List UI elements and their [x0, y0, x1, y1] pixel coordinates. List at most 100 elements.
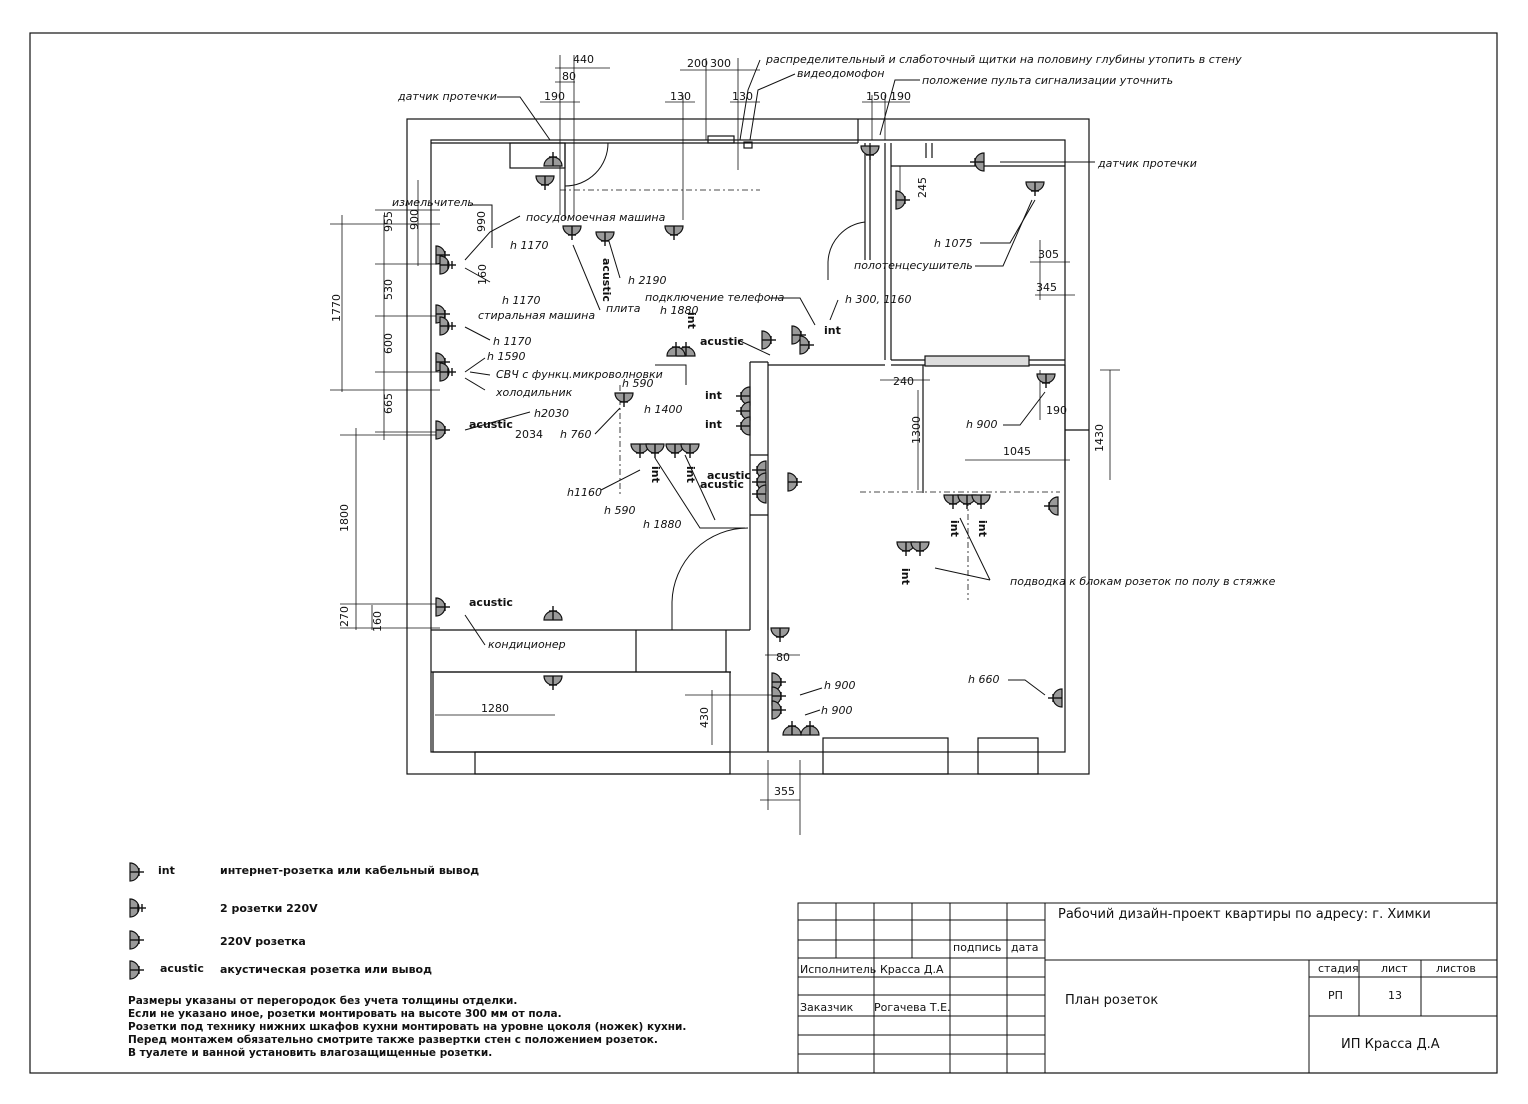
- dim-text: 300: [710, 57, 731, 70]
- note-line: Размеры указаны от перегородок без учета…: [128, 995, 517, 1007]
- label-alarm: положение пульта сигнализации уточнить: [922, 74, 1173, 87]
- label-intercom: видеодомофон: [797, 67, 884, 80]
- sheet-number: 13: [1388, 989, 1402, 1002]
- dim-text: 1800: [338, 504, 351, 532]
- dim-text: 190: [544, 90, 565, 103]
- height-label: h 760: [560, 428, 591, 441]
- label-leak-sensor-left: датчик протечки: [397, 90, 497, 103]
- legend-text: акустическая розетка или вывод: [220, 963, 432, 976]
- label-stove: плита: [606, 302, 641, 315]
- dim-text: 305: [1038, 248, 1059, 261]
- dim-text: 80: [562, 70, 576, 83]
- leader-lines: [464, 59, 1095, 716]
- label-phone: подключение телефона: [645, 291, 785, 304]
- sheet-header: лист: [1381, 962, 1408, 975]
- dim-text: 345: [1036, 281, 1057, 294]
- label-panel: распределительный и слаботочный щитки на…: [765, 53, 1242, 66]
- dim-text: 80: [776, 651, 790, 664]
- note-line: Если не указано иное, розетки монтироват…: [128, 1008, 562, 1020]
- dim-text: 900: [408, 209, 421, 230]
- dim-text: 600: [382, 333, 395, 354]
- legend-code: acustic: [160, 962, 204, 975]
- stage-header: стадия: [1318, 962, 1359, 975]
- executor-label: Исполнитель: [800, 963, 876, 976]
- note-line: В туалете и ванной установить влагозащищ…: [128, 1047, 492, 1059]
- height-label: h 900: [966, 418, 997, 431]
- dim-text: 270: [338, 606, 351, 627]
- sheet-title: План розеток: [1065, 993, 1158, 1008]
- dim-text: 440: [573, 53, 594, 66]
- annotation-labels: датчик протечки датчик протечки измельчи…: [392, 53, 1276, 651]
- dim-text: 665: [382, 393, 395, 414]
- label-towel-dryer: полотенцесушитель: [854, 259, 973, 272]
- height-label: h 1170: [510, 239, 548, 252]
- dim-text: 1430: [1093, 424, 1106, 452]
- label-leak-sensor-right: датчик протечки: [1097, 157, 1197, 170]
- tag-acustic: acustic: [707, 469, 751, 482]
- height-label: h 2190: [628, 274, 666, 287]
- project-title: Рабочий дизайн-проект квартиры по адресу…: [1058, 907, 1431, 922]
- tag-acustic: acustic: [700, 478, 744, 491]
- label-dishwasher: посудомоечная машина: [526, 211, 666, 224]
- legend: int интернет-розетка или кабельный вывод…: [129, 862, 479, 980]
- tag-acustic: acustic: [600, 258, 613, 302]
- height-label: h 900: [821, 704, 852, 717]
- height-label: h 590: [604, 504, 635, 517]
- tag-acustic: acustic: [700, 335, 744, 348]
- dim-text: 240: [893, 375, 914, 388]
- legend-text: интернет-розетка или кабельный вывод: [220, 864, 479, 877]
- client-name: Рогачева Т.Е.: [874, 1001, 951, 1014]
- height-label: h 1880: [643, 518, 681, 531]
- dim-text: 955: [382, 211, 395, 232]
- dim-text: 190: [1046, 404, 1067, 417]
- dim-text: 150: [866, 90, 887, 103]
- dim-text: 1280: [481, 702, 509, 715]
- sheets-header: листов: [1436, 962, 1476, 975]
- dimension-lines: [330, 55, 1120, 835]
- client-label: Заказчик: [800, 1001, 854, 1014]
- dim-text: 1045: [1003, 445, 1031, 458]
- height-label: h1160: [567, 486, 602, 499]
- height-label: h 660: [968, 673, 999, 686]
- sheet-frame: [29, 32, 1498, 1074]
- general-notes: Размеры указаны от перегородок без учета…: [128, 995, 686, 1059]
- height-label: h 1590: [487, 350, 525, 363]
- tag-int: int: [705, 418, 722, 431]
- label-ac: кондиционер: [488, 638, 566, 651]
- note-line: Розетки под технику нижних шкафов кухни …: [128, 1021, 686, 1033]
- dim-text: 355: [774, 785, 795, 798]
- dim-text: 200: [687, 57, 708, 70]
- height-label: h 1170: [502, 294, 540, 307]
- dim-text: 160: [476, 264, 489, 285]
- signature-header: подпись: [953, 941, 1001, 954]
- dim-text: 130: [670, 90, 691, 103]
- dim-text: 160: [371, 611, 384, 632]
- height-labels: h 1170 h 1170 h 1170 h 1590 h2030 h 760 …: [487, 237, 999, 717]
- tag-acustic: acustic: [469, 596, 513, 609]
- legend-text: 220V розетка: [220, 935, 306, 948]
- title-block-texts: Рабочий дизайн-проект квартиры по адресу…: [800, 907, 1476, 1052]
- executor-name: Красса Д.А: [880, 963, 944, 976]
- note-line: Перед монтажем обязательно смотрите такж…: [128, 1034, 658, 1046]
- legend-code: int: [158, 864, 175, 877]
- label-microwave: СВЧ с функц.микроволновки: [496, 368, 663, 381]
- title-block: [797, 902, 1498, 1074]
- label-shredder: измельчитель: [392, 196, 474, 209]
- label-floor-boxes: подводка к блокам розеток по полу в стяж…: [1010, 575, 1276, 588]
- tag-int: int: [899, 568, 912, 585]
- dim-text: 1300: [910, 416, 923, 444]
- dim-text: 1770: [330, 294, 343, 322]
- height-label: h 1075: [934, 237, 972, 250]
- doors: [564, 142, 866, 630]
- height-label: h 300, 1160: [845, 293, 911, 306]
- dim-text: 130: [732, 90, 753, 103]
- height-label: h 590: [622, 377, 653, 390]
- dim-text: 530: [382, 279, 395, 300]
- tag-int: int: [824, 324, 841, 337]
- label-fridge: холодильник: [495, 386, 573, 399]
- date-header: дата: [1011, 941, 1039, 954]
- height-label: h 1400: [644, 403, 682, 416]
- tag-acustic: acustic: [469, 418, 513, 431]
- dim-text: 190: [890, 90, 911, 103]
